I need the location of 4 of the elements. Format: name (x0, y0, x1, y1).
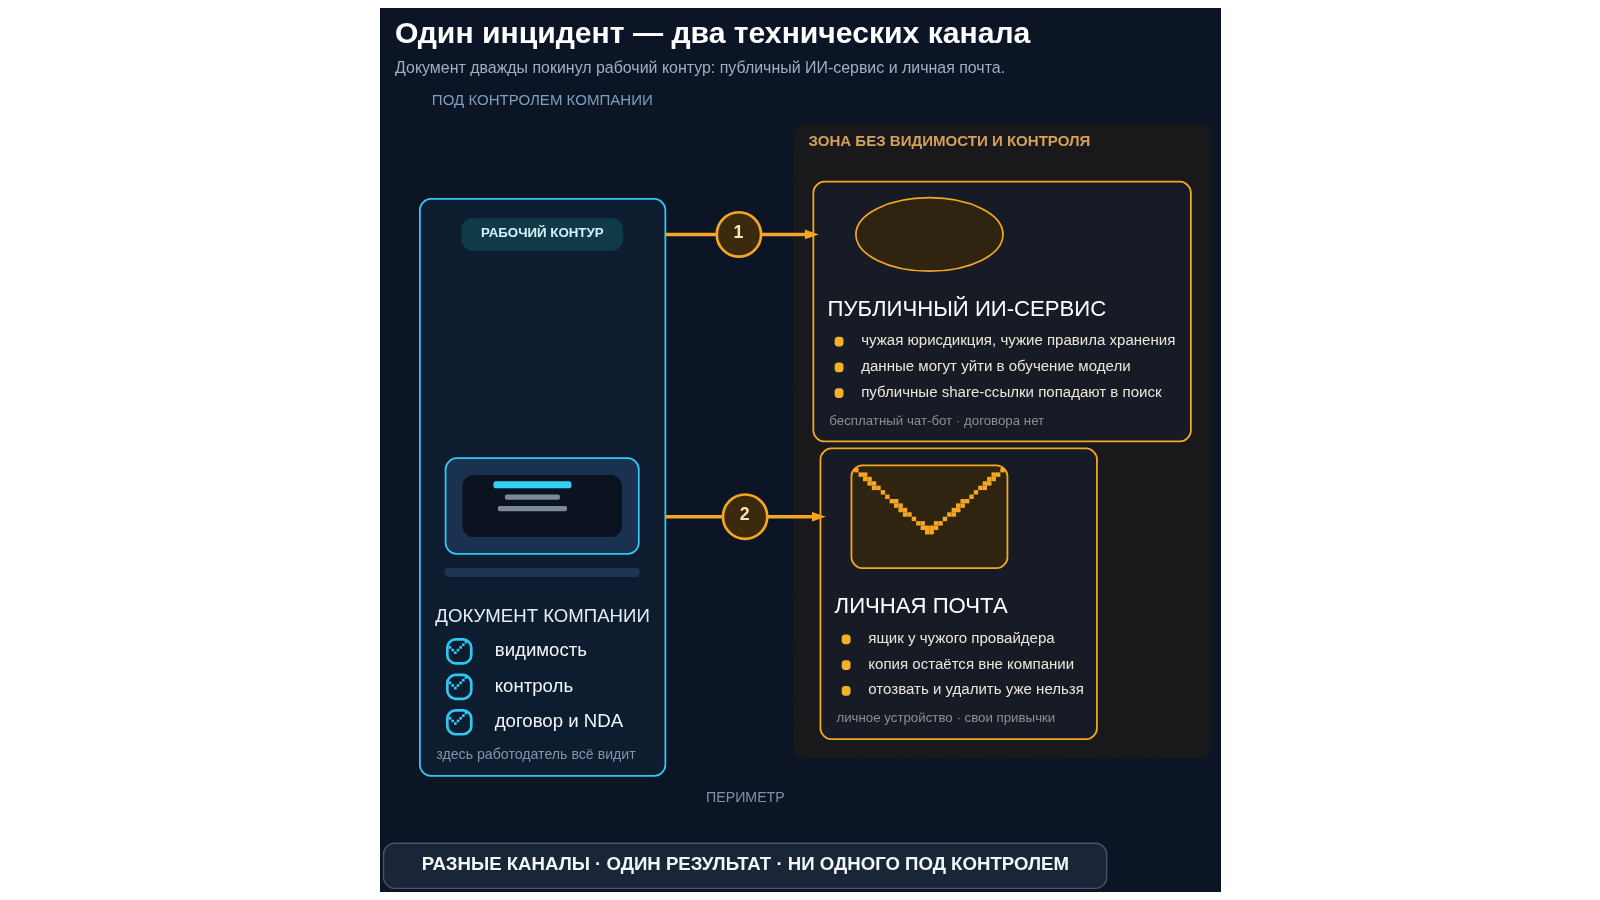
label: ПОД КОНТРОЛЕМ КОМПАНИИ (431, 90, 653, 108)
caption: Документ дважды покинул рабочий контур: публичный ИИ-сервис и личная почта. (394, 58, 1005, 76)
label: ПЕРИМЕТР (705, 789, 785, 806)
diagram-title: Один инцидент — два технических канала (394, 16, 1030, 50)
